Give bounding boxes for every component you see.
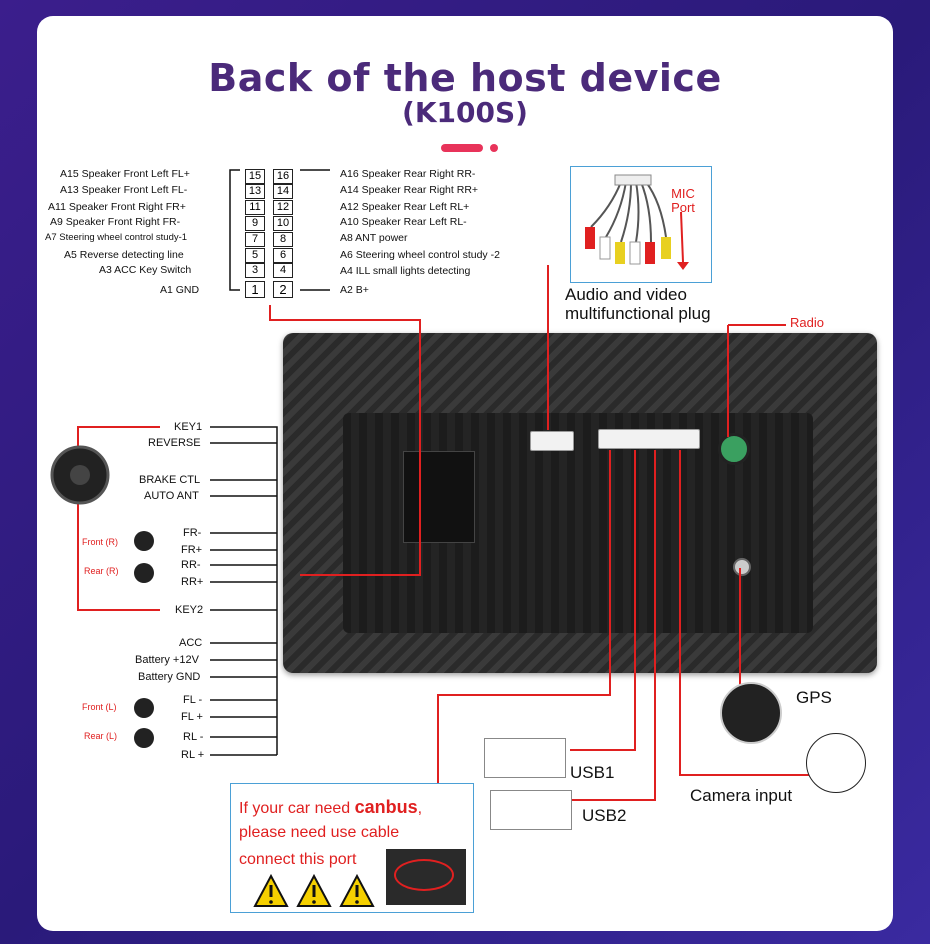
- pin-label-a7: A7 Steering wheel control study-1: [45, 232, 188, 243]
- wire-rr-plus: RR+: [181, 576, 204, 588]
- wire-fl-plus: FL +: [181, 711, 203, 723]
- speaker-rear-l-label: Rear (L): [84, 731, 118, 741]
- pin-label-a1: A1 GND: [160, 284, 200, 296]
- pin-5: 5: [245, 248, 265, 263]
- page-title: Back of the host device: [208, 56, 722, 100]
- title-divider: [441, 144, 483, 152]
- pin-11: 11: [245, 200, 265, 215]
- canbus-note: If your car need canbus, please need use…: [230, 783, 474, 913]
- wire-key1: KEY1: [174, 421, 203, 433]
- pin-1: 1: [245, 281, 265, 298]
- wire-rl-minus: RL -: [183, 731, 204, 743]
- pin-label-a10: A10 Speaker Rear Left RL-: [340, 216, 467, 228]
- speaker-icon: [134, 531, 154, 551]
- pin-10: 10: [273, 216, 293, 231]
- wire-fr-plus: FR+: [181, 544, 203, 556]
- pin-label-a15: A15 Speaker Front Left FL+: [60, 168, 190, 180]
- pin-14: 14: [273, 184, 293, 199]
- pin-13: 13: [245, 184, 265, 199]
- pin-label-a6: A6 Steering wheel control study -2: [340, 249, 500, 261]
- warning-icons: [253, 873, 375, 907]
- canbus-note-line2: please need use cable: [239, 824, 400, 841]
- title-divider-dot: [490, 144, 498, 152]
- usb2-cable-icon: [490, 790, 572, 830]
- av-plug-caption-2: multifunctional plug: [565, 304, 711, 323]
- pin-2: 2: [273, 281, 293, 298]
- wire-key2: KEY2: [175, 604, 204, 616]
- pin-label-a14: A14 Speaker Rear Right RR+: [340, 184, 479, 196]
- pin-label-a3: A3 ACC Key Switch: [99, 264, 192, 276]
- radio-label: Radio: [790, 315, 824, 330]
- canbus-port-highlight: [394, 859, 454, 891]
- speaker-rear-r-label: Rear (R): [84, 566, 119, 576]
- speaker-icon: [134, 563, 154, 583]
- pin-4: 4: [273, 263, 293, 278]
- wire-battery: Battery +12V: [135, 654, 199, 666]
- wire-fl-minus: FL -: [183, 694, 203, 706]
- usb-camera-connectors: [598, 429, 700, 449]
- wire-rl-plus: RL +: [181, 749, 205, 761]
- wire-reverse: REVERSE: [148, 437, 201, 449]
- pin-label-a2: A2 B+: [340, 284, 369, 296]
- gps-port: [733, 558, 751, 576]
- canbus-note-line3: connect this port: [239, 851, 357, 868]
- page-subtitle: (K100S): [402, 96, 528, 129]
- speaker-front-l-label: Front (L): [82, 702, 117, 712]
- warning-icon: [296, 873, 332, 907]
- pin-label-a9: A9 Speaker Front Right FR-: [50, 216, 181, 228]
- canbus-note-line1: If your car need canbus,: [239, 797, 422, 818]
- mic-port-label: MIC Port: [671, 186, 695, 215]
- pin-12: 12: [273, 200, 293, 215]
- camera-input-label: Camera input: [690, 786, 793, 805]
- speaker-front-r-label: Front (R): [82, 537, 118, 547]
- pin-label-a13: A13 Speaker Front Left FL-: [60, 184, 188, 196]
- av-connector: [530, 431, 574, 451]
- pin-3: 3: [245, 263, 265, 278]
- canbus-keyword: canbus: [354, 797, 418, 817]
- wire-gnd: Battery GND: [138, 671, 201, 683]
- pin-15: 15: [245, 169, 265, 184]
- gps-antenna-icon: [720, 682, 782, 744]
- wire-auto-ant: AUTO ANT: [144, 490, 199, 502]
- pin-7: 7: [245, 232, 265, 247]
- pin-16: 16: [273, 169, 293, 184]
- speaker-icon: [134, 728, 154, 748]
- wire-fr-minus: FR-: [183, 527, 202, 539]
- pin-label-a16: A16 Speaker Rear Right RR-: [340, 168, 476, 180]
- head-unit-back: [283, 333, 877, 673]
- pin-label-a11: A11 Speaker Front Right FR+: [48, 201, 186, 213]
- gps-label: GPS: [796, 688, 832, 707]
- usb1-cable-icon: [484, 738, 566, 778]
- wire-acc: ACC: [179, 637, 203, 649]
- pin-6: 6: [273, 248, 293, 263]
- warning-icon: [339, 873, 375, 907]
- pin-label-a4: A4 ILL small lights detecting: [340, 265, 471, 277]
- radio-antenna-port: [718, 433, 750, 465]
- pin-label-a8: A8 ANT power: [340, 232, 408, 244]
- av-plug-cable-icon: [585, 174, 689, 270]
- pin-label-a12: A12 Speaker Rear Left RL+: [340, 201, 470, 213]
- canbus-port-photo: [386, 849, 466, 905]
- usb1-label: USB1: [570, 763, 615, 782]
- av-plug-caption-1: Audio and video: [565, 285, 687, 304]
- usb2-label: USB2: [582, 806, 627, 825]
- warning-icon: [253, 873, 289, 907]
- pin-9: 9: [245, 216, 265, 231]
- pin-label-a5: A5 Reverse detecting line: [64, 249, 184, 261]
- main-harness-socket: [403, 451, 475, 543]
- canbus-note-line1-text: If your car need: [239, 800, 355, 817]
- speaker-icon: [134, 698, 154, 718]
- wire-brake: BRAKE CTL: [139, 474, 201, 486]
- av-plug-image: MIC Port: [570, 166, 712, 283]
- wire-rr-minus: RR-: [181, 559, 201, 571]
- canbus-note-line1-end: ,: [417, 800, 423, 817]
- camera-rca-icon: [806, 733, 866, 793]
- pin-8: 8: [273, 232, 293, 247]
